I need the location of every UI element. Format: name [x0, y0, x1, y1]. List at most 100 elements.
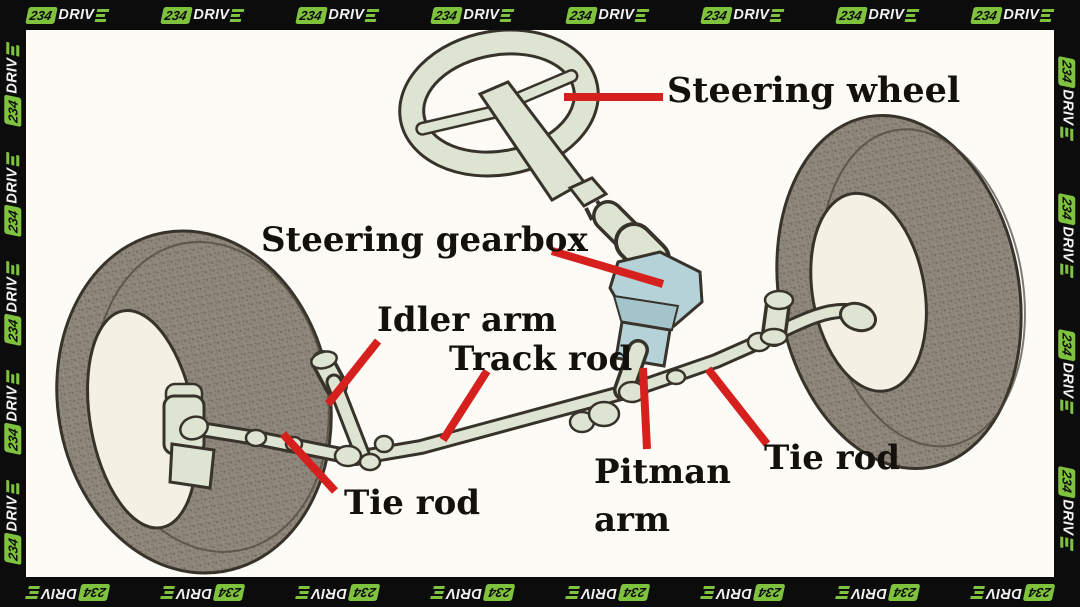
brand-number: 234: [1058, 192, 1076, 225]
brand-word: DRIV: [445, 584, 482, 601]
steering-gearbox-part: [592, 200, 704, 404]
brand-number: 234: [564, 6, 598, 24]
label-steering-gearbox: Steering gearbox: [261, 220, 588, 260]
three-bar-e-icon: [160, 585, 176, 599]
brand-number: 234: [1058, 329, 1076, 362]
brand-word: DRIV: [310, 584, 347, 601]
brand-word: DRIV: [850, 584, 887, 601]
brand-number: 234: [969, 6, 1003, 24]
diagram-canvas: Steering wheel Steering gearbox Idler ar…: [26, 30, 1054, 577]
brand-number: 234: [1022, 583, 1056, 601]
pointer-idler-arm: [324, 338, 382, 407]
brand-number: 234: [887, 583, 921, 601]
brand-word: DRIV: [4, 276, 21, 313]
steering-diagram: [55, 30, 1026, 575]
brand-word: DRIV: [985, 584, 1022, 601]
label-tie-rod-left: Tie rod: [344, 483, 481, 523]
three-bar-e-icon: [6, 261, 20, 277]
label-steering-wheel: Steering wheel: [667, 70, 961, 111]
brand-word: DRIV: [1059, 499, 1076, 536]
pointer-track-rod: [439, 368, 491, 443]
three-bar-e-icon: [6, 42, 20, 58]
brand-number: 234: [77, 583, 111, 601]
brand-number: 234: [699, 6, 733, 24]
brand-word: DRIV: [598, 6, 635, 23]
brand-word: DRIV: [1059, 362, 1076, 399]
brand-number: 234: [4, 313, 22, 347]
brand-word: DRIV: [328, 6, 365, 23]
brand-number: 234: [159, 6, 193, 24]
brand-number: 234: [4, 204, 22, 237]
pointer-lines: [280, 93, 771, 494]
three-bar-e-icon: [1060, 536, 1074, 551]
three-bar-e-icon: [295, 585, 311, 599]
label-idler-arm: Idler arm: [377, 300, 557, 340]
brand-word: DRIV: [4, 386, 21, 422]
three-bar-e-icon: [634, 8, 650, 22]
brand-word: DRIV: [868, 6, 905, 23]
brand-word: DRIV: [580, 584, 617, 601]
brand-number: 234: [617, 583, 651, 601]
brand-word: DRIV: [175, 584, 212, 601]
pointer-pitman-arm: [639, 367, 651, 450]
brand-word: DRIV: [193, 6, 230, 23]
three-bar-e-icon: [1039, 8, 1055, 22]
brand-word: DRIV: [1059, 89, 1076, 126]
three-bar-e-icon: [835, 585, 851, 599]
brand-number: 234: [294, 6, 328, 24]
brand-word: DRIV: [40, 584, 77, 601]
brand-number: 234: [212, 583, 246, 601]
three-bar-e-icon: [94, 8, 110, 22]
three-bar-e-icon: [1060, 399, 1074, 415]
label-pitman-arm: Pitman arm: [594, 448, 731, 544]
pointer-tie-rod-left: [280, 431, 338, 494]
brand-word: DRIV: [1059, 226, 1076, 262]
brand-word: DRIV: [4, 495, 21, 532]
three-bar-e-icon: [1060, 125, 1074, 141]
linkage-joints: [179, 331, 772, 472]
brand-word: DRIV: [4, 167, 21, 204]
brand-number: 234: [4, 94, 22, 128]
brand-word: DRIV: [733, 6, 770, 23]
pointer-steering-gearbox: [550, 247, 665, 288]
three-bar-e-icon: [970, 585, 986, 599]
label-pitman-arm-line1: Pitman: [594, 452, 731, 492]
brand-number: 234: [4, 532, 22, 565]
brand-word: DRIV: [715, 584, 752, 601]
label-tie-rod-right: Tie rod: [764, 438, 901, 478]
brand-number: 234: [834, 6, 868, 24]
brand-number: 234: [347, 583, 381, 601]
brand-word: DRIV: [58, 6, 95, 23]
brand-number: 234: [1058, 466, 1076, 499]
brand-number: 234: [429, 6, 463, 24]
right-tire: [775, 113, 1026, 471]
steering-column: [477, 80, 609, 221]
pointer-tie-rod-right: [704, 366, 771, 447]
